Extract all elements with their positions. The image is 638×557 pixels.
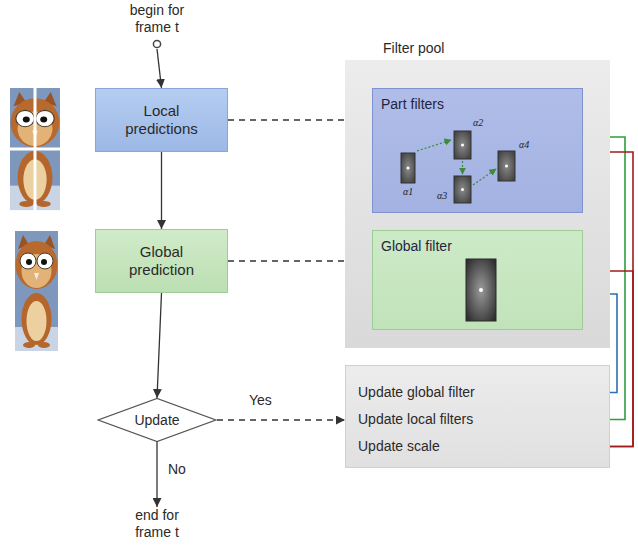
connector [156,442,157,507]
part-weight-label: α1 [403,186,413,198]
update-item: Update scale [358,438,609,455]
filter-box: Global filter [372,230,583,330]
terminal-label: end for frame t [117,507,197,541]
box-heading: Global filter [381,238,452,255]
box-heading: Part filters [381,96,444,113]
connector [217,419,345,420]
connector [157,49,162,88]
edge-label: No [166,461,188,478]
filter-box: Part filters α1 α2 α3 α4 [372,88,583,213]
terminal-label: begin for frame t [121,2,193,36]
pool-panel: Filter pool Part filtersα1α2α3α4 [345,60,610,348]
panel-heading: Filter pool [383,40,444,57]
update-item: Update global filter [358,384,609,401]
decision-diamond: Update [97,398,217,442]
update-panel: Update global filterUpdate local filters… [345,365,610,468]
process-label: Local predictions [118,102,205,138]
diamond-shape [98,398,216,441]
part-weight-label: α3 [437,190,447,202]
process-box: Global prediction [95,229,228,293]
start-dot [153,40,160,47]
process-label: Global prediction [118,243,205,279]
part-weight-label: α4 [519,139,529,151]
part-weight-label: α2 [473,117,483,129]
start-circle [152,39,162,49]
process-box: Local predictions [95,88,228,152]
edge-label: Yes [247,392,274,409]
connector [157,293,162,398]
end-terminal: end for frame t [117,507,197,541]
connector [161,152,162,229]
update-item: Update local filters [358,411,609,428]
start-terminal: begin for frame t [121,2,193,49]
decision-label: Update [134,412,179,429]
